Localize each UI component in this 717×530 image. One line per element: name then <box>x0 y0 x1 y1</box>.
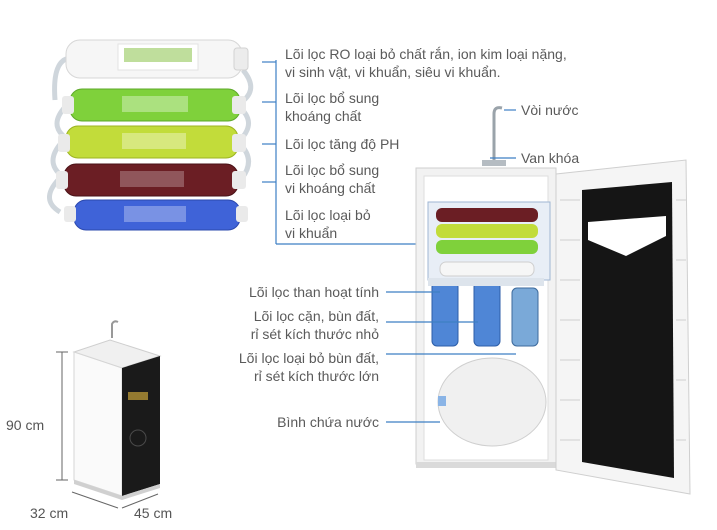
label-tank: Bình chứa nước <box>277 414 379 430</box>
label-mineral: Lõi lọc bổ sung <box>285 90 380 106</box>
label-bacteria-line2: vi khuẩn <box>285 225 338 241</box>
label-sediment-large: Lõi lọc loại bỏ bùn đất, <box>238 350 379 366</box>
label-ro-line2: vi sinh vật, vi khuẩn, siêu vi khuẩn. <box>285 64 501 80</box>
label-micro-mineral-line2: vi khoáng chất <box>285 180 376 196</box>
dimension-width: 45 cm <box>134 505 173 521</box>
label-mineral-line2: khoáng chất <box>285 108 362 124</box>
cabinet-door <box>555 159 691 495</box>
machine-leaders <box>386 109 516 423</box>
filter-stack <box>47 39 254 231</box>
dimension-height: 90 cm <box>6 417 45 433</box>
label-sediment-small: Lõi lọc cặn, bùn đất, <box>253 308 379 324</box>
bacteria-cartridge <box>64 199 248 231</box>
purifier-cabinet <box>415 106 557 468</box>
label-ro: Lõi lọc RO loại bỏ chất rắn, ion kim loạ… <box>285 46 567 62</box>
label-carbon: Lõi lọc than hoạt tính <box>249 284 379 300</box>
micro-mineral-cartridge <box>56 163 246 197</box>
mineral-cartridge <box>62 88 246 122</box>
dimension-depth: 32 cm <box>30 505 69 521</box>
label-bacteria: Lõi lọc loại bỏ <box>285 207 371 223</box>
dimension-lines <box>56 351 159 509</box>
label-micro-mineral: Lõi lọc bổ sung <box>285 162 380 178</box>
label-valve: Van khóa <box>521 150 580 166</box>
label-sediment-small-line2: rỉ sét kích thước nhỏ <box>250 326 379 342</box>
label-ph: Lõi lọc tăng độ PH <box>285 136 400 152</box>
ro-membrane <box>65 39 249 79</box>
small-product <box>72 320 162 500</box>
ph-cartridge <box>58 125 246 159</box>
label-sediment-large-line2: rỉ sét kích thước lớn <box>254 368 379 384</box>
label-faucet: Vòi nước <box>521 102 579 118</box>
